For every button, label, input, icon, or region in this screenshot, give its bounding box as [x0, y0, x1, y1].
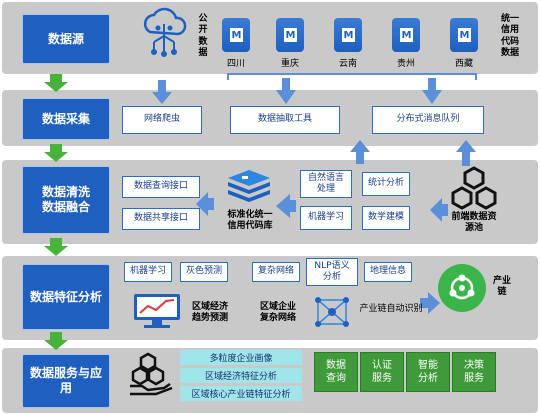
stage-feature-label: 数据特征分析 — [29, 289, 102, 304]
grey-predict-box: 灰色预测 — [180, 262, 228, 282]
math-model-box: 数学建模 — [362, 206, 410, 230]
message-queue-box: 分布式消息队列 — [372, 106, 484, 134]
app-auth-service: 认证 服务 — [360, 352, 404, 392]
query-api-box: 数据查询接口 — [122, 176, 200, 198]
stage-service-label-1: 数据服务与应 — [29, 366, 102, 380]
stage-clean-label-2: 数据融合 — [41, 200, 90, 214]
share-api-box: 数据共享接口 — [122, 208, 200, 230]
database-icon: M — [450, 18, 478, 52]
crawler-box: 网络爬虫 — [122, 106, 202, 134]
trend-monitor-icon — [134, 294, 180, 328]
trend-predict-label: 区域经济 趋势预测 — [191, 302, 228, 324]
db-label-yunnan: 云南 — [338, 59, 357, 69]
app-decision-service: 决策 服务 — [452, 352, 496, 392]
network-graph-icon — [315, 297, 349, 327]
chain-label: 产业 链 — [492, 276, 511, 298]
stage-collect: 数据采集 — [22, 98, 110, 140]
nlp-box: 自然语言 处理 — [300, 170, 352, 198]
complex-net-box: 复杂网络 — [252, 262, 300, 282]
database-icon: M — [222, 18, 250, 52]
stage-clean: 数据清洗 数据融合 — [22, 166, 110, 234]
stage-source: 数据源 — [22, 14, 110, 64]
service-item-portrait: 多粒度企业画像 — [180, 350, 302, 365]
stats-box: 统计分析 — [362, 172, 410, 196]
nlp-semantic-box: NLP语义 分析 — [306, 258, 358, 286]
database-icon: M — [392, 18, 420, 52]
service-item-core-chain: 区域核心产业链特征分析 — [180, 386, 302, 401]
db-label-chongqing: 重庆 — [280, 59, 299, 69]
stage-source-label: 数据源 — [47, 31, 84, 46]
app-data-query: 数据 查询 — [314, 352, 358, 392]
database-icon: M — [276, 18, 304, 52]
geo-info-box: 地理信息 — [364, 262, 412, 282]
stage-clean-label-1: 数据清洗 — [41, 185, 90, 199]
stage-feature: 数据特征分析 — [22, 264, 110, 330]
hexagon-cluster-icon — [451, 166, 497, 210]
feature-ml-box: 机器学习 — [124, 262, 172, 282]
redis-stack-icon — [228, 170, 270, 202]
db-label-guizhou: 贵州 — [396, 59, 415, 69]
stage-service-label-2: 用 — [59, 381, 72, 395]
extract-tool-box: 数据抽取工具 — [230, 106, 340, 134]
cloud-tree-icon — [143, 7, 187, 57]
credit-code-lib-label: 标准化统一 信用代码库 — [227, 210, 273, 232]
stage-collect-label: 数据采集 — [41, 111, 90, 126]
service-item-region-econ: 区域经济特征分析 — [180, 368, 302, 383]
public-data-label: 公开 数据 — [198, 14, 208, 58]
chain-id-label: 产业链自动识别 — [359, 304, 423, 314]
credit-code-label: 统一 信用 代码 数据 — [500, 14, 519, 58]
db-label-sichuan: 四川 — [226, 59, 245, 69]
app-smart-analysis: 智能 分析 — [406, 352, 450, 392]
database-icon: M — [334, 18, 362, 52]
complex-network-label: 区域企业 复杂网络 — [259, 302, 296, 324]
data-pool-label: 前端数据资 源池 — [451, 212, 497, 234]
stage-service: 数据服务与应 用 — [22, 354, 110, 408]
db-label-xizang: 西藏 — [454, 59, 473, 69]
chain-circle-icon — [438, 264, 486, 312]
hand-cubes-icon — [130, 352, 173, 396]
ml-box: 机器学习 — [300, 206, 352, 230]
